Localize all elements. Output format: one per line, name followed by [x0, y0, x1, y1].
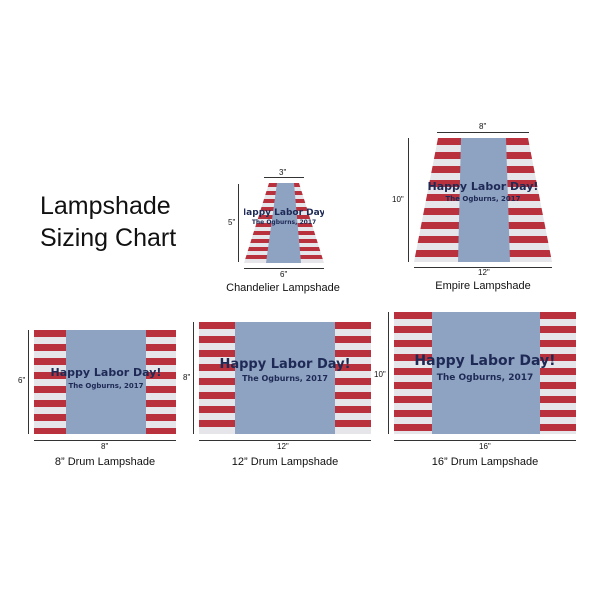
drum16-width-dim-line — [394, 440, 576, 441]
drum8-width-dim-line — [34, 440, 176, 441]
empire-headline: Happy Labor Day! — [428, 180, 539, 193]
empire-subline: The Ogburns, 2017 — [445, 195, 520, 203]
chandelier-bottom-dim: 6" — [280, 270, 288, 279]
empire-height-dim-line — [408, 138, 409, 262]
drum16-subline: The Ogburns, 2017 — [437, 373, 534, 383]
empire-top-dim-line — [437, 132, 529, 133]
drum16-width-dim: 16" — [479, 442, 491, 451]
drum12-subline: The Ogburns, 2017 — [242, 374, 328, 383]
drum12-headline: Happy Labor Day! — [219, 357, 350, 372]
chandelier-bottom-dim-line — [244, 268, 324, 269]
empire-height-dim: 10" — [392, 195, 404, 204]
chart-title-line1: Lampshade — [40, 192, 171, 220]
drum-12-lampshade: Happy Labor Day! The Ogburns, 2017 — [199, 322, 371, 434]
drum-8-lampshade: Happy Labor Day! The Ogburns, 2017 — [34, 330, 176, 434]
chart-title: Lampshade Sizing Chart — [40, 190, 176, 254]
drum16-headline: Happy Labor Day! — [414, 353, 555, 369]
drum8-height-dim-line — [28, 330, 29, 434]
drum12-width-dim: 12" — [277, 442, 289, 451]
drum12-height-dim-line — [193, 322, 194, 434]
chandelier-caption: Chandelier Lampshade — [226, 282, 340, 294]
chandelier-lampshade: Happy Labor Day! The Ogburns, 2017 — [244, 183, 324, 263]
drum8-width-dim: 8" — [101, 442, 109, 451]
empire-bottom-dim: 12" — [478, 268, 490, 277]
empire-bottom-dim-line — [414, 267, 552, 268]
drum12-width-dim-line — [199, 440, 371, 441]
chandelier-subline: The Ogburns, 2017 — [252, 219, 316, 226]
empire-top-dim: 8" — [479, 122, 487, 131]
drum-16-lampshade: Happy Labor Day! The Ogburns, 2017 — [394, 312, 576, 434]
chandelier-height-dim-line — [238, 184, 239, 262]
drum8-caption: 8” Drum Lampshade — [54, 456, 156, 468]
drum16-caption: 16” Drum Lampshade — [431, 456, 539, 468]
chandelier-height-dim: 5" — [228, 218, 236, 227]
chandelier-top-dim: 3" — [279, 168, 287, 177]
empire-lampshade: Happy Labor Day! The Ogburns, 2017 — [414, 138, 552, 262]
drum8-subline: The Ogburns, 2017 — [68, 382, 143, 390]
chandelier-headline: Happy Labor Day! — [244, 208, 324, 218]
chandelier-top-dim-line — [264, 177, 304, 178]
drum12-height-dim: 8" — [183, 373, 191, 382]
empire-caption: Empire Lampshade — [435, 280, 531, 292]
drum16-height-dim-line — [388, 312, 389, 434]
drum8-headline: Happy Labor Day! — [51, 366, 162, 379]
drum12-caption: 12” Drum Lampshade — [231, 456, 339, 468]
drum16-height-dim: 10" — [374, 370, 386, 379]
chart-title-line2: Sizing Chart — [40, 224, 177, 252]
drum8-height-dim: 6" — [18, 376, 26, 385]
